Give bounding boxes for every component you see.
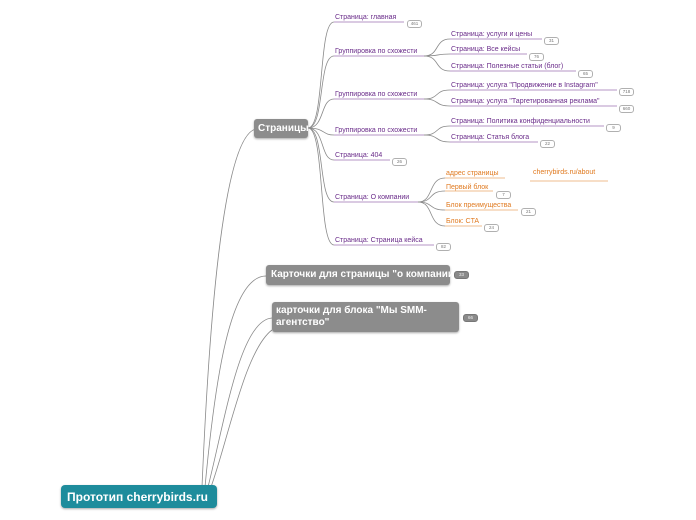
about-block[interactable]: Блок преимущества xyxy=(446,202,512,209)
group2-item[interactable]: Страница: услуга "Продвижение в Instagra… xyxy=(451,82,598,89)
cards-about-label: Карточки для страницы "о компании" xyxy=(271,269,459,280)
root-node-label: Прототип cherrybirds.ru xyxy=(67,490,208,504)
page-case-badge: 82 xyxy=(436,243,451,251)
group2-item-badge: 718 xyxy=(619,88,634,96)
page-404-badge: 26 xyxy=(392,158,407,166)
group1-node[interactable]: Группировка по схожести xyxy=(335,48,418,55)
pages-node-label: Страницы xyxy=(258,123,309,134)
group3-item-badge: 22 xyxy=(540,140,555,148)
about-block-badge: 7 xyxy=(496,191,511,199)
group3-item[interactable]: Страница: Статья блога xyxy=(451,134,530,141)
group2-item[interactable]: Страница: услуга "Таргетированная реклам… xyxy=(451,98,600,105)
group2-node[interactable]: Группировка по схожести xyxy=(335,91,418,98)
group3-item-badge: 9 xyxy=(606,124,621,132)
group1-item[interactable]: Страница: услуги и цены xyxy=(451,31,533,38)
group1-item-badge: 65 xyxy=(578,70,593,78)
pages-node[interactable]: Страницы xyxy=(254,119,309,138)
group1-item-badge: 76 xyxy=(529,53,544,61)
page-case[interactable]: Страница: Страница кейса xyxy=(335,237,423,244)
about-address-url: cherrybirds.ru/about xyxy=(533,169,596,176)
cards-smm-badge: 66 xyxy=(463,314,478,322)
group1-item[interactable]: Страница: Полезные статьи (блог) xyxy=(451,63,564,70)
group1-item[interactable]: Страница: Все кейсы xyxy=(451,46,521,53)
about-block-badge: 24 xyxy=(484,224,499,232)
page-about[interactable]: Страница: О компании xyxy=(335,194,410,201)
group1-item-badge: 31 xyxy=(544,37,559,45)
page-main-badge: 461 xyxy=(407,20,422,28)
about-block[interactable]: Первый блок xyxy=(446,184,489,191)
about-block-badge: 21 xyxy=(521,208,536,216)
root-node[interactable]: Прототип cherrybirds.ru xyxy=(61,485,217,508)
page-main[interactable]: Страница: главная xyxy=(335,14,397,21)
cards-smm-label: карточки для блока "Мы SMM-агентство" xyxy=(276,305,427,328)
group3-node[interactable]: Группировка по схожести xyxy=(335,127,418,134)
cards-about-badge: 33 xyxy=(454,271,469,279)
page-404[interactable]: Страница: 404 xyxy=(335,152,383,159)
about-block[interactable]: Блок: CTA xyxy=(446,218,480,225)
cards-smm-node[interactable]: карточки для блока "Мы SMM-агентство" xyxy=(272,302,459,332)
about-address[interactable]: адрес страницы xyxy=(446,170,499,177)
group3-item[interactable]: Страница: Политика конфиденциальности xyxy=(451,118,590,125)
group2-item-badge: 660 xyxy=(619,105,634,113)
cards-about-node[interactable]: Карточки для страницы "о компании" xyxy=(266,265,459,285)
